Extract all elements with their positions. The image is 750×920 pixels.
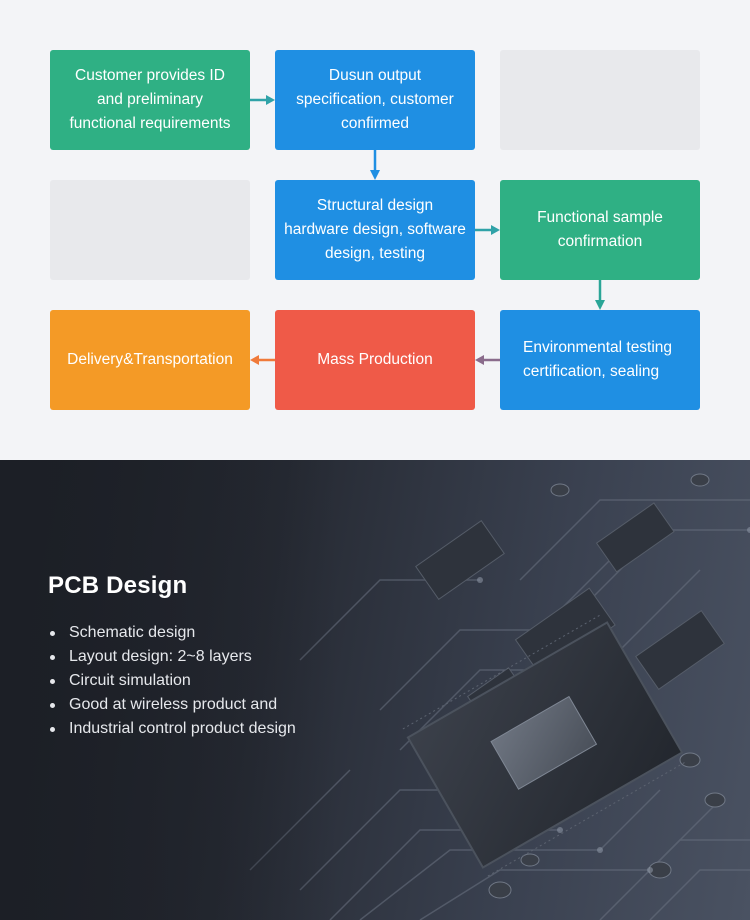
- list-item: Industrial control product design: [48, 717, 296, 741]
- pcb-design-title: PCB Design: [48, 572, 188, 599]
- feature-text: Schematic design: [69, 624, 196, 641]
- process-flow-section: Customer provides ID and preliminary fun…: [50, 50, 700, 410]
- placeholder-box: [50, 180, 250, 280]
- placeholder-box: [500, 50, 700, 150]
- feature-text: Industrial control product design: [69, 720, 296, 737]
- arrow-left-2: [250, 355, 275, 365]
- step-customer-requirements: Customer provides ID and preliminary fun…: [50, 50, 250, 150]
- feature-text: Layout design: 2~8 layers: [69, 648, 252, 665]
- step-delivery-transportation: Delivery&Transportation: [50, 310, 250, 410]
- bullet-icon: [50, 679, 55, 684]
- list-item: Circuit simulation: [48, 669, 296, 693]
- arrow-right-1: [250, 95, 275, 105]
- list-item: Good at wireless product and: [48, 693, 296, 717]
- bullet-icon: [50, 727, 55, 732]
- feature-text: Good at wireless product and: [69, 696, 278, 713]
- bullet-icon: [50, 631, 55, 636]
- circuit-board-image: [0, 460, 750, 920]
- step-environmental-testing: Environmental testing certification, sea…: [500, 310, 700, 410]
- feature-text: Circuit simulation: [69, 672, 191, 689]
- list-item: Layout design: 2~8 layers: [48, 645, 296, 669]
- arrow-down-2: [595, 280, 605, 310]
- bullet-icon: [50, 655, 55, 660]
- pcb-feature-list: Schematic design Layout design: 2~8 laye…: [48, 621, 296, 741]
- step-functional-sample: Functional sample confirmation: [500, 180, 700, 280]
- pcb-design-section: PCB Design Schematic design Layout desig…: [0, 460, 750, 920]
- bullet-icon: [50, 703, 55, 708]
- arrow-left-1: [475, 355, 500, 365]
- step-output-specification: Dusun output specification, customer con…: [275, 50, 475, 150]
- list-item: Schematic design: [48, 621, 296, 645]
- arrow-down-1: [370, 150, 380, 180]
- step-mass-production: Mass Production: [275, 310, 475, 410]
- arrow-right-2: [475, 225, 500, 235]
- step-structural-design: Structural design hardware design, softw…: [275, 180, 475, 280]
